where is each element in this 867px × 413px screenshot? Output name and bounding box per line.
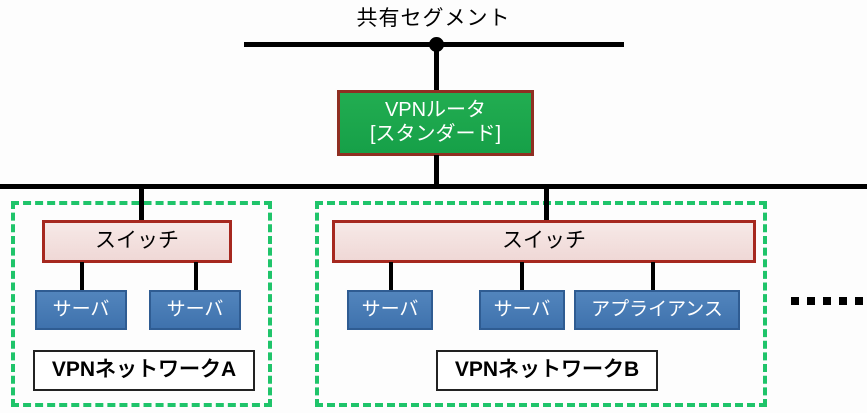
ellipsis-dot	[807, 297, 815, 305]
node-b-appliance-label: アプライアンス	[591, 298, 723, 320]
ellipsis-dot	[823, 297, 831, 305]
vpn-network-b-group	[315, 201, 767, 407]
switch-a-label: スイッチ	[95, 229, 179, 253]
node-b-server-2-label: サーバ	[493, 298, 551, 320]
vpn-network-a-label-text: VPNネットワークA	[51, 358, 237, 382]
switch-a-box[interactable]: スイッチ	[42, 220, 232, 263]
vpn-router-box[interactable]: VPNルータ [スタンダード]	[337, 90, 534, 156]
connector-switch-b-node-1	[389, 262, 393, 293]
connector-switch-a-node-2	[194, 262, 198, 293]
switch-b-box[interactable]: スイッチ	[332, 220, 756, 263]
node-a-server-2-label: サーバ	[166, 298, 224, 320]
node-b-server-2[interactable]: サーバ	[479, 290, 565, 330]
ellipsis-dot	[839, 297, 847, 305]
node-b-appliance[interactable]: アプライアンス	[574, 290, 740, 330]
ellipsis-dot	[855, 297, 863, 305]
node-b-server-1[interactable]: サーバ	[347, 290, 433, 330]
page-title: 共有セグメント	[356, 7, 511, 30]
connector-switch-b-node-2	[520, 262, 524, 293]
connector-switch-b-node-3	[651, 262, 655, 293]
switch-b-label: スイッチ	[502, 229, 586, 253]
node-b-server-1-label: サーバ	[361, 298, 419, 320]
connector-switch-a-node-1	[80, 262, 84, 293]
vpn-network-a-label: VPNネットワークA	[33, 350, 255, 391]
connector-bus-to-switch-b	[544, 186, 549, 222]
lower-segment-bus	[0, 184, 867, 189]
node-a-server-1[interactable]: サーバ	[35, 290, 127, 330]
vpn-network-b-label-text: VPNネットワークB	[454, 358, 640, 382]
connector-router-to-lower-bus	[434, 155, 439, 187]
node-a-server-2[interactable]: サーバ	[149, 290, 241, 330]
vpn-router-label-line2: [スタンダード]	[369, 123, 502, 145]
connector-bus-to-router	[434, 42, 439, 92]
vpn-router-label-line1: VPNルータ	[384, 99, 487, 122]
connector-bus-to-switch-a	[139, 186, 144, 222]
node-a-server-1-label: サーバ	[52, 298, 110, 320]
continuation-ellipsis-icon	[791, 297, 863, 305]
vpn-network-b-label: VPNネットワークB	[436, 350, 658, 391]
ellipsis-dot	[791, 297, 799, 305]
